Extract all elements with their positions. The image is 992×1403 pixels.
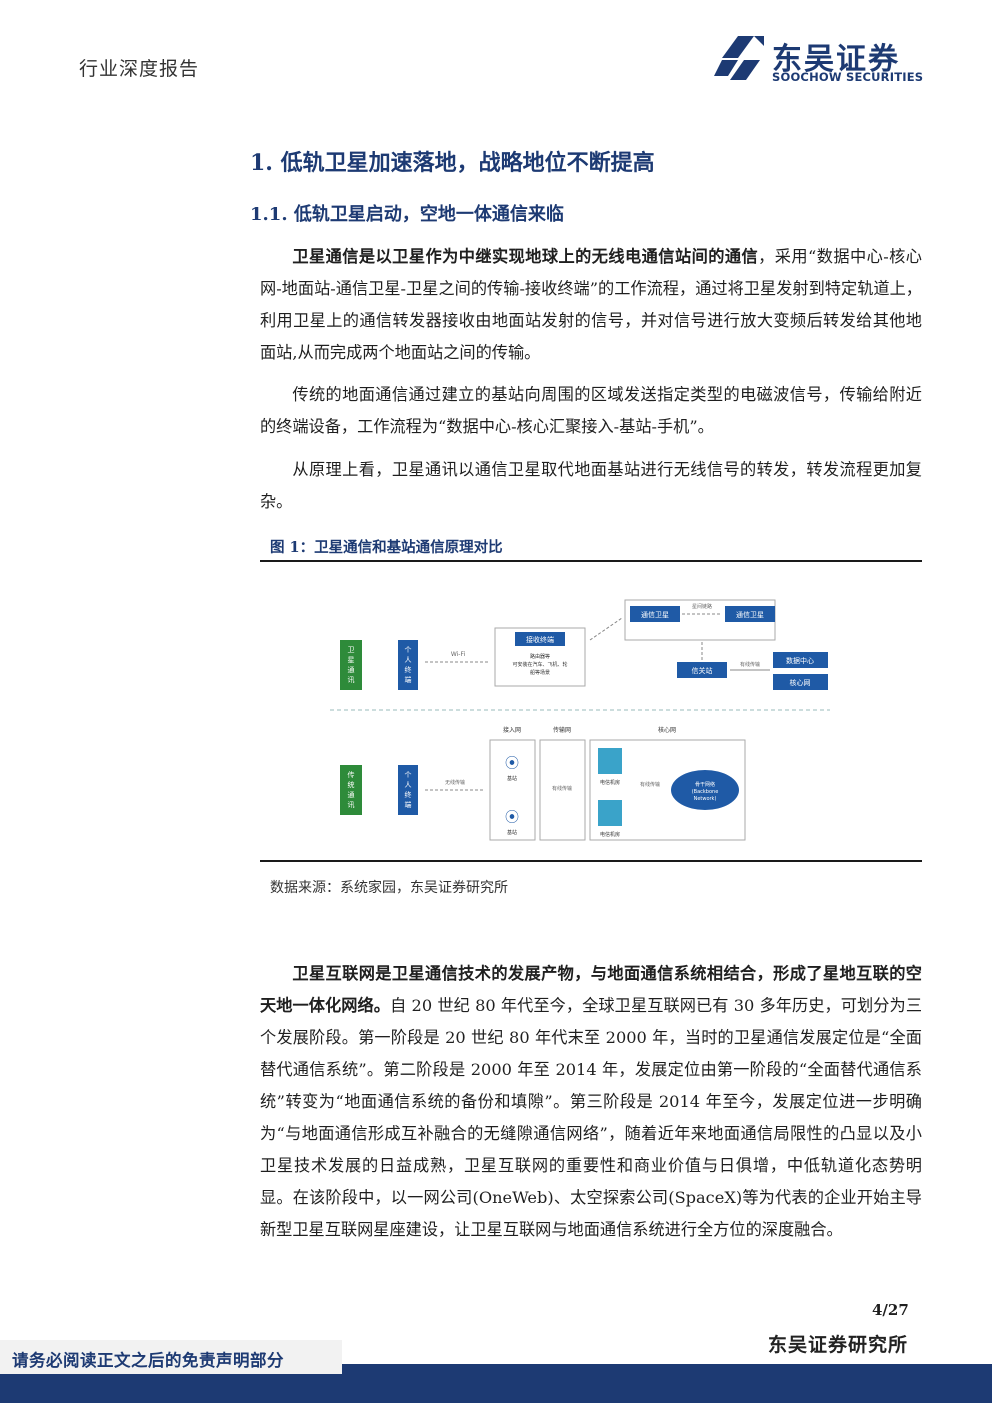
- paragraph-bold-lead: 卫星互联网是卫星通信技术的发展产物，与地面通信系统相结合，形成了星地互联的空天地…: [260, 964, 922, 1015]
- svg-text:终: 终: [405, 790, 412, 799]
- svg-text:通: 通: [348, 790, 355, 799]
- comm-comparison-diagram: 卫 星 通 讯 个 人 终 端 Wi-Fi 接收终端 路由器等 可安装在汽车、飞…: [330, 599, 830, 841]
- svg-text:电信机房: 电信机房: [600, 831, 620, 838]
- svg-text:核心网: 核心网: [790, 678, 811, 687]
- paragraph-body: 从原理上看，卫星通讯以通信卫星取代地面基站进行无线信号的转发，转发流程更加复杂。: [260, 460, 922, 511]
- svg-text:Network): Network): [694, 796, 717, 802]
- access-net-frame: [489, 739, 536, 841]
- transport-net-frame: [539, 739, 586, 841]
- core-net-box: [773, 674, 828, 690]
- telecom-room-icon: [598, 800, 622, 826]
- svg-text:端: 端: [405, 675, 412, 684]
- svg-text:有线传输: 有线传输: [552, 785, 572, 792]
- base-station-icon: ⦿: [505, 810, 519, 826]
- data-center-box: [773, 652, 828, 668]
- section-heading: 1. 低轨卫星加速落地，战略地位不断提高: [250, 150, 655, 176]
- subsection-heading: 1.1. 低轨卫星启动，空地一体通信来临: [250, 204, 564, 225]
- figure-title: 图 1：卫星通信和基站通信原理对比: [270, 539, 503, 556]
- svg-text:人: 人: [405, 781, 412, 789]
- gateway-box: [677, 662, 727, 678]
- svg-text:人: 人: [405, 656, 412, 664]
- paragraph-body: 传统的地面通信通过建立的基站向周围的区域发送指定类型的电磁波信号，传输给附近的终…: [260, 385, 922, 436]
- paragraph-satellite-comm: 卫星通信是以卫星作为中继实现地球上的无线电通信站间的通信，采用“数据中心-核心网…: [260, 241, 922, 369]
- backbone-cloud-icon: [671, 770, 739, 810]
- svg-text:端: 端: [405, 800, 412, 809]
- footer-disclaimer-link[interactable]: 请务必阅读正文之后的免责声明部分: [12, 1351, 284, 1370]
- svg-text:接入网: 接入网: [503, 726, 521, 734]
- footer-organization: 东吴证券研究所: [768, 1334, 909, 1356]
- svg-text:通信卫星: 通信卫星: [736, 610, 764, 619]
- receive-terminal-frame: [494, 627, 586, 687]
- svg-text:骨干网络: 骨干网络: [695, 781, 715, 788]
- paragraph-bold-lead: 卫星通信是以卫星作为中继实现地球上的无线电通信站间的通信: [292, 247, 759, 266]
- sat-comm-label: 卫: [348, 646, 355, 654]
- trad-comm-label-box: [340, 765, 362, 815]
- personal-terminal-box: [398, 640, 418, 690]
- svg-text:有线传输: 有线传输: [640, 781, 660, 788]
- footer-disclaimer-tab: [0, 1340, 342, 1374]
- svg-text:讯: 讯: [348, 801, 355, 809]
- soochow-logo-icon: [714, 36, 764, 80]
- svg-text:讯: 讯: [348, 676, 355, 684]
- svg-text:传: 传: [348, 770, 355, 779]
- svg-text:有线传输: 有线传输: [740, 661, 760, 668]
- svg-text:星: 星: [348, 656, 355, 664]
- svg-text:数据中心: 数据中心: [786, 656, 814, 665]
- svg-text:终: 终: [405, 665, 412, 674]
- svg-text:路由器等: 路由器等: [530, 653, 550, 660]
- svg-text:信关站: 信关站: [692, 666, 713, 675]
- svg-text:电信机房: 电信机房: [600, 779, 620, 786]
- figure-top-rule: [260, 560, 922, 562]
- svg-text:船等场景: 船等场景: [530, 669, 550, 676]
- paragraph-satellite-internet: 卫星互联网是卫星通信技术的发展产物，与地面通信系统相结合，形成了星地互联的空天地…: [260, 958, 922, 1246]
- document-type-label: 行业深度报告: [79, 58, 200, 80]
- svg-text:基站: 基站: [507, 775, 517, 782]
- base-station-icon: ⦿: [505, 756, 519, 772]
- paragraph-principle: 从原理上看，卫星通讯以通信卫星取代地面基站进行无线信号的转发，转发流程更加复杂。: [260, 454, 922, 518]
- svg-text:核心网: 核心网: [658, 726, 676, 734]
- svg-text:个: 个: [405, 771, 412, 779]
- svg-text:基站: 基站: [507, 829, 517, 836]
- core-net-frame: [589, 739, 746, 841]
- svg-text:星间链路: 星间链路: [692, 603, 712, 610]
- sat-comm-label-box: [340, 640, 362, 690]
- logo-english-name: SOOCHOW SECURITIES: [772, 70, 924, 84]
- svg-text:无线传输: 无线传输: [445, 779, 465, 786]
- svg-text:传输网: 传输网: [553, 726, 571, 734]
- page-number: 4/27: [872, 1301, 909, 1319]
- svg-text:(Backbone: (Backbone: [692, 789, 719, 795]
- logo-name: 东吴证券: [772, 42, 900, 77]
- svg-text:可安装在汽车、飞机、轮: 可安装在汽车、飞机、轮: [512, 661, 567, 668]
- comm-satellite-left: [630, 606, 680, 622]
- svg-text:个: 个: [405, 646, 412, 654]
- personal-terminal-box-2: [398, 765, 418, 815]
- wifi-label: Wi-Fi: [451, 651, 466, 658]
- figure-bottom-rule: [260, 860, 922, 862]
- comm-satellite-right: [725, 606, 775, 622]
- svg-text:统: 统: [348, 780, 355, 789]
- svg-text:通信卫星: 通信卫星: [641, 610, 669, 619]
- telecom-room-icon: [598, 748, 622, 774]
- paragraph-ground-comm: 传统的地面通信通过建立的基站向周围的区域发送指定类型的电磁波信号，传输给附近的终…: [260, 379, 922, 443]
- svg-text:通: 通: [348, 665, 355, 674]
- receive-terminal-box: [515, 632, 565, 646]
- receive-terminal-label: 接收终端: [526, 635, 554, 644]
- paragraph-body: 自 20 世纪 80 年代至今，全球卫星互联网已有 30 多年历史，可划分为三个…: [260, 996, 923, 1239]
- figure-source: 数据来源：系统家园，东吴证券研究所: [270, 880, 508, 896]
- paragraph-body: ，采用“数据中心-核心网-地面站-通信卫星-卫星之间的传输-接收终端”的工作流程…: [260, 247, 922, 362]
